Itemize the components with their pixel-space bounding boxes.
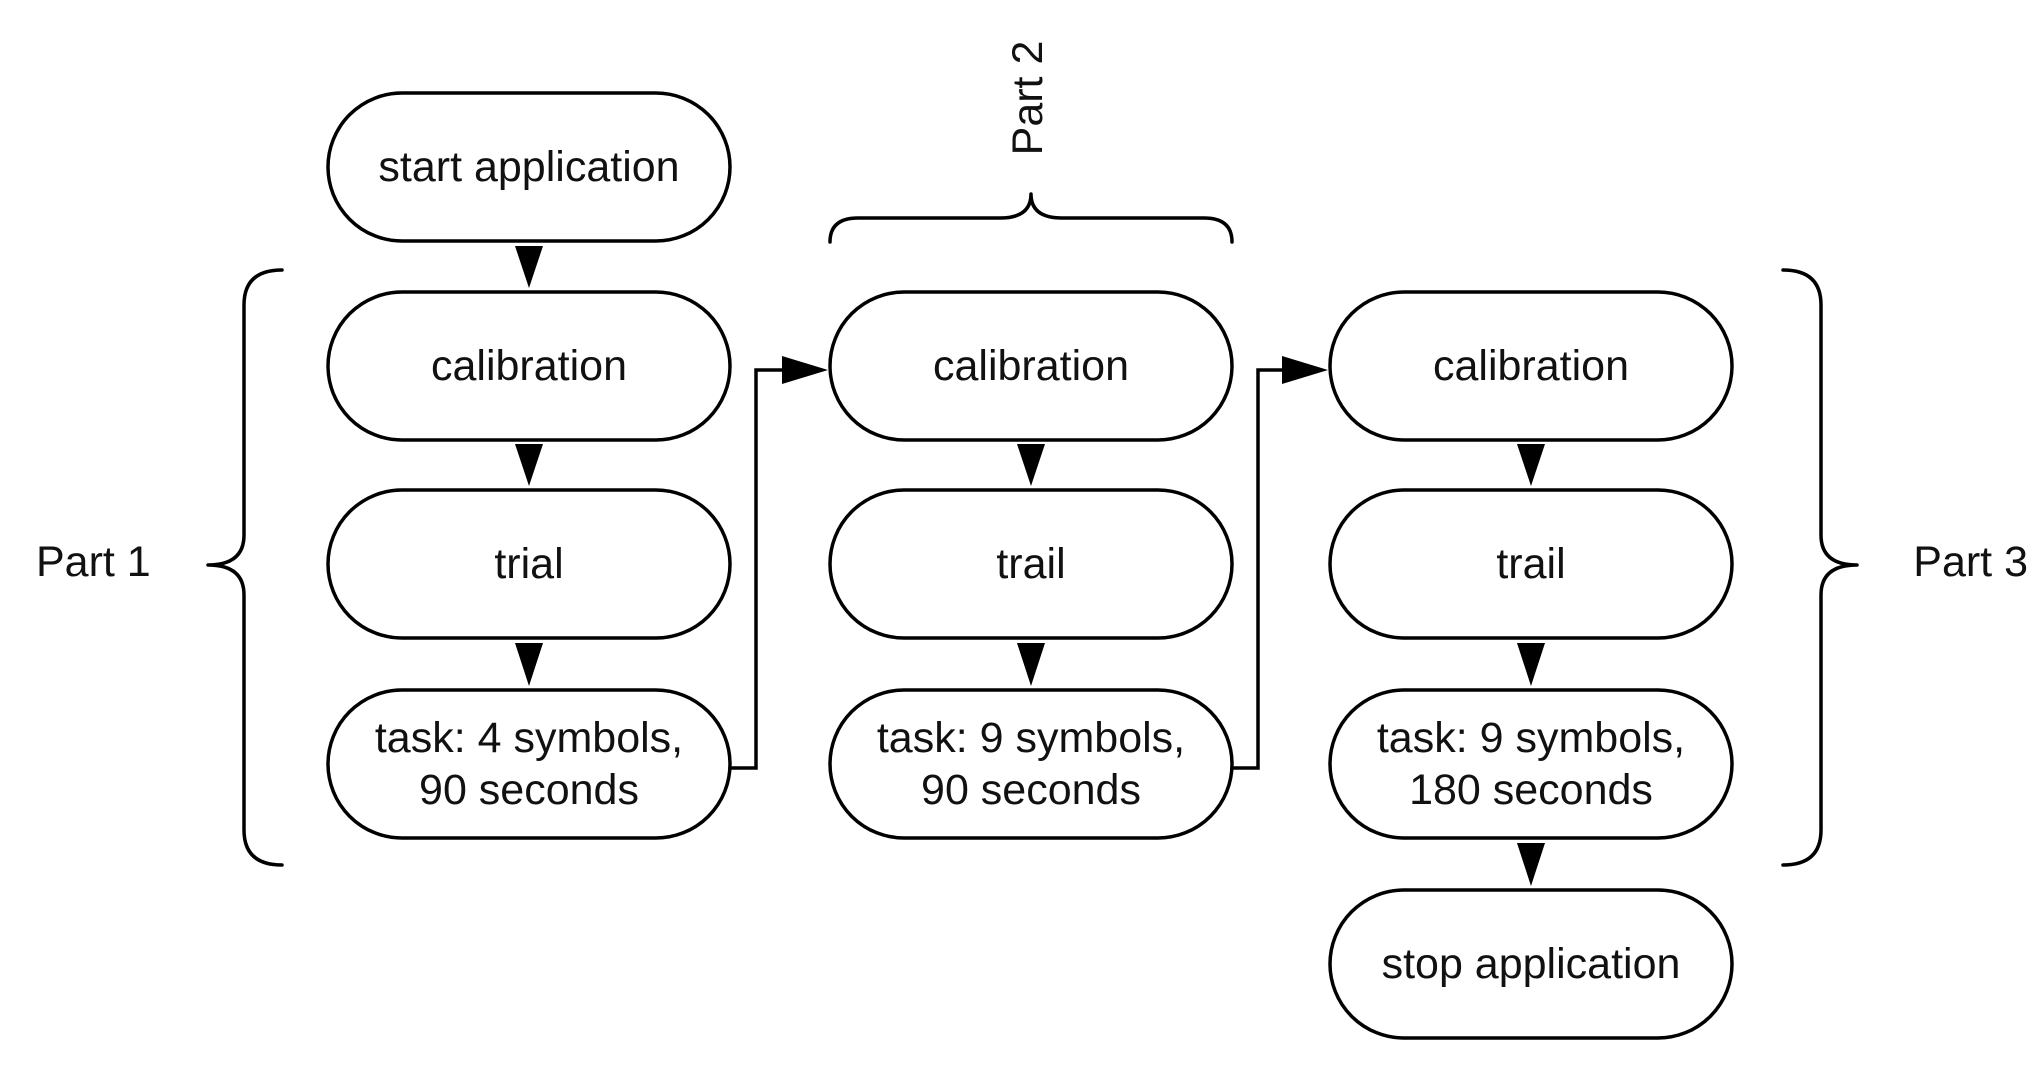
node-start-application-label: start application [378, 143, 679, 191]
arrow-p2-trail-to-task [1017, 643, 1045, 686]
connector-part2-to-part3 [1232, 368, 1284, 770]
arrow-p3-trail-to-task [1517, 643, 1545, 686]
node-part3-task: task: 9 symbols, 180 seconds [1328, 688, 1734, 840]
brace-part1 [206, 268, 284, 867]
node-start-application: start application [326, 91, 732, 243]
brace-part2 [828, 192, 1234, 244]
node-part1-task-label-line1: task: 4 symbols, [375, 714, 683, 762]
node-part3-calibration-label: calibration [1433, 342, 1629, 390]
arrow-p1-calibration-to-trial [515, 444, 543, 486]
arrow-p2-calibration-to-trail [1017, 444, 1045, 486]
node-part2-trail-label: trail [996, 540, 1065, 588]
arrow-p3-task-to-stop [1517, 843, 1545, 886]
node-part1-trial: trial [326, 488, 732, 640]
node-part3-task-label-line1: task: 9 symbols, [1377, 714, 1685, 762]
node-part3-trail: trail [1328, 488, 1734, 640]
node-stop-application: stop application [1328, 888, 1734, 1040]
node-stop-application-label: stop application [1382, 940, 1681, 988]
node-part2-calibration-label: calibration [933, 342, 1129, 390]
part2-label: Part 2 [1004, 41, 1052, 156]
connector-part1-to-part2 [730, 368, 784, 770]
node-part1-task: task: 4 symbols, 90 seconds [326, 688, 732, 840]
node-part1-task-label-line2: 90 seconds [419, 766, 639, 814]
arrow-part2-to-part3-head [1282, 356, 1328, 384]
node-part2-trail: trail [828, 488, 1234, 640]
part1-label: Part 1 [36, 538, 151, 586]
node-part1-trial-label: trial [494, 540, 563, 588]
node-part3-trail-label: trail [1496, 540, 1565, 588]
node-part3-task-label-line2: 180 seconds [1409, 766, 1653, 814]
arrow-p3-calibration-to-trail [1517, 444, 1545, 486]
node-part2-task-label-line1: task: 9 symbols, [877, 714, 1185, 762]
node-part2-calibration: calibration [828, 290, 1234, 442]
arrow-part1-to-part2-head [782, 356, 828, 384]
node-part1-calibration-label: calibration [431, 342, 627, 390]
arrow-start-to-p1-calibration [515, 246, 543, 288]
brace-part3 [1781, 268, 1859, 867]
part3-label: Part 3 [1913, 538, 2028, 586]
node-part3-calibration: calibration [1328, 290, 1734, 442]
arrow-p1-trial-to-task [515, 643, 543, 686]
node-part1-calibration: calibration [326, 290, 732, 442]
node-part2-task: task: 9 symbols, 90 seconds [828, 688, 1234, 840]
node-part2-task-label-line2: 90 seconds [921, 766, 1141, 814]
